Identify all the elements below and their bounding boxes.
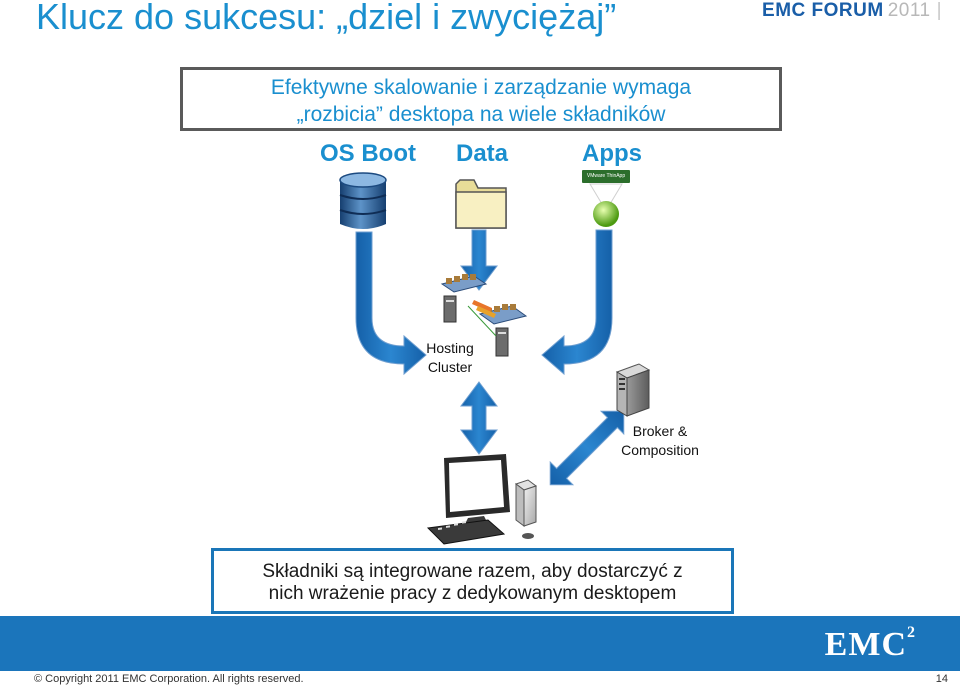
- summary-box: Składniki są integrowane razem, aby dost…: [211, 548, 734, 614]
- emc-logo: EMC2: [824, 624, 916, 664]
- slide-title: Klucz do sukcesu: „dziel i zwyciężaj”: [36, 0, 617, 37]
- hosting-line-1: Hosting: [426, 340, 474, 356]
- hosting-cluster-icon: [440, 274, 528, 357]
- summary-line-1: Składniki są integrowane razem, aby dost…: [262, 561, 683, 582]
- broker-line-2: Composition: [621, 442, 699, 458]
- apps-label: Apps: [582, 140, 642, 167]
- apps-arrow: [541, 229, 613, 376]
- brand-year: 2011: [887, 0, 931, 21]
- thinapp-badge: VMware ThinApp: [582, 170, 630, 183]
- database-icon: [339, 172, 387, 229]
- intro-box: Efektywne skalowanie i zarządzanie wymag…: [180, 67, 782, 131]
- emc-logo-text: EMC: [824, 626, 907, 663]
- os-boot-arrow: [355, 231, 427, 376]
- data-label: Data: [456, 140, 509, 167]
- intro-line-2: „rozbicia” desktopa na wiele składników: [296, 103, 666, 126]
- cluster-desktop-arrow: [460, 381, 498, 455]
- intro-line-1: Efektywne skalowanie i zarządzanie wymag…: [270, 76, 692, 99]
- broker-composition-label: Broker & Composition: [600, 422, 720, 460]
- brand-name: EMC FORUM: [762, 0, 884, 21]
- desktop-computer-icon: [426, 454, 538, 545]
- broker-server-icon: [615, 363, 651, 417]
- page-number: 14: [935, 673, 948, 685]
- copyright-text: © Copyright 2011 EMC Corporation. All ri…: [34, 673, 304, 685]
- summary-line-2: nich wrażenie pracy z dedykowanym deskto…: [268, 583, 677, 604]
- server-icon: [440, 274, 488, 323]
- broker-line-1: Broker &: [632, 423, 688, 439]
- server-icon: [478, 304, 528, 357]
- app-package-icon: [589, 183, 623, 227]
- footer-band: [0, 616, 960, 671]
- hosting-line-2: Cluster: [427, 359, 473, 375]
- os-boot-label: OS Boot: [320, 140, 416, 167]
- emc-logo-sup: 2: [907, 624, 916, 641]
- hosting-cluster-label: Hosting Cluster: [410, 339, 490, 377]
- folder-icon: [455, 179, 507, 229]
